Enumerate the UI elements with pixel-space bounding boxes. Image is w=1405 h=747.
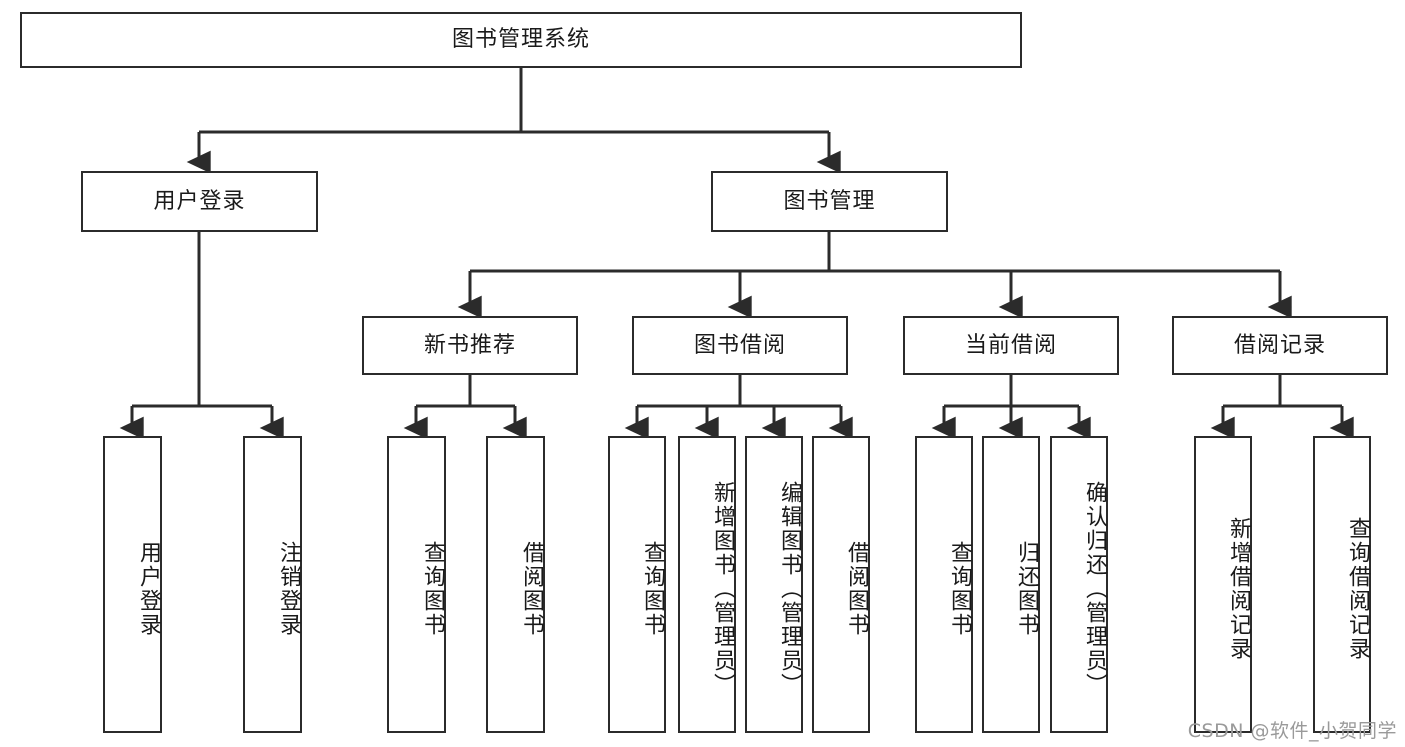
node-leaf-borrow-book-1-label: 借阅图书 <box>519 540 544 637</box>
node-book-borrow[interactable]: 图书借阅 <box>632 316 848 375</box>
node-leaf-add-borrow-record-label: 新增借阅记录 <box>1226 516 1251 661</box>
node-leaf-add-book-admin-label: 新增图书（管理员） <box>710 480 735 697</box>
node-leaf-query-book-3[interactable]: 查询图书 <box>915 436 973 733</box>
node-new-book-recommend-label: 新书推荐 <box>423 332 516 358</box>
node-leaf-query-borrow-record-label: 查询借阅记录 <box>1345 516 1370 661</box>
node-borrow-record[interactable]: 借阅记录 <box>1172 316 1388 375</box>
node-leaf-add-borrow-record[interactable]: 新增借阅记录 <box>1194 436 1252 733</box>
node-current-borrow[interactable]: 当前借阅 <box>903 316 1119 375</box>
node-leaf-borrow-book-1[interactable]: 借阅图书 <box>486 436 545 733</box>
node-leaf-query-book-2-label: 查询图书 <box>640 540 665 637</box>
node-leaf-return-book-label: 归还图书 <box>1014 540 1039 637</box>
node-leaf-add-book-admin[interactable]: 新增图书（管理员） <box>678 436 736 733</box>
node-leaf-logout-login-label: 注销登录 <box>276 540 301 637</box>
node-book-borrow-label: 图书借阅 <box>693 332 786 358</box>
node-borrow-record-label: 借阅记录 <box>1233 332 1326 358</box>
watermark-text: CSDN @软件_小贺同学 <box>1187 720 1397 742</box>
node-leaf-confirm-return-admin-label: 确认归还（管理员） <box>1082 480 1107 697</box>
node-current-borrow-label: 当前借阅 <box>964 332 1057 358</box>
node-leaf-query-book-1-label: 查询图书 <box>420 540 445 637</box>
node-leaf-return-book[interactable]: 归还图书 <box>982 436 1040 733</box>
node-leaf-confirm-return-admin[interactable]: 确认归还（管理员） <box>1050 436 1108 733</box>
node-user-login[interactable]: 用户登录 <box>81 171 318 232</box>
node-leaf-borrow-book-2[interactable]: 借阅图书 <box>812 436 870 733</box>
node-leaf-borrow-book-2-label: 借阅图书 <box>844 540 869 637</box>
node-root[interactable]: 图书管理系统 <box>20 12 1022 68</box>
node-leaf-query-book-1[interactable]: 查询图书 <box>387 436 446 733</box>
node-leaf-edit-book-admin[interactable]: 编辑图书（管理员） <box>745 436 803 733</box>
node-leaf-user-login-label: 用户登录 <box>136 540 161 637</box>
node-root-label: 图书管理系统 <box>451 27 590 53</box>
node-book-manage-label: 图书管理 <box>783 188 876 214</box>
node-leaf-query-book-2[interactable]: 查询图书 <box>608 436 666 733</box>
node-new-book-recommend[interactable]: 新书推荐 <box>362 316 578 375</box>
node-book-manage[interactable]: 图书管理 <box>711 171 948 232</box>
node-leaf-edit-book-admin-label: 编辑图书（管理员） <box>777 480 802 697</box>
node-leaf-query-book-3-label: 查询图书 <box>947 540 972 637</box>
node-leaf-logout-login[interactable]: 注销登录 <box>243 436 302 733</box>
node-leaf-user-login[interactable]: 用户登录 <box>103 436 162 733</box>
node-leaf-query-borrow-record[interactable]: 查询借阅记录 <box>1313 436 1371 733</box>
node-user-login-label: 用户登录 <box>153 188 246 214</box>
